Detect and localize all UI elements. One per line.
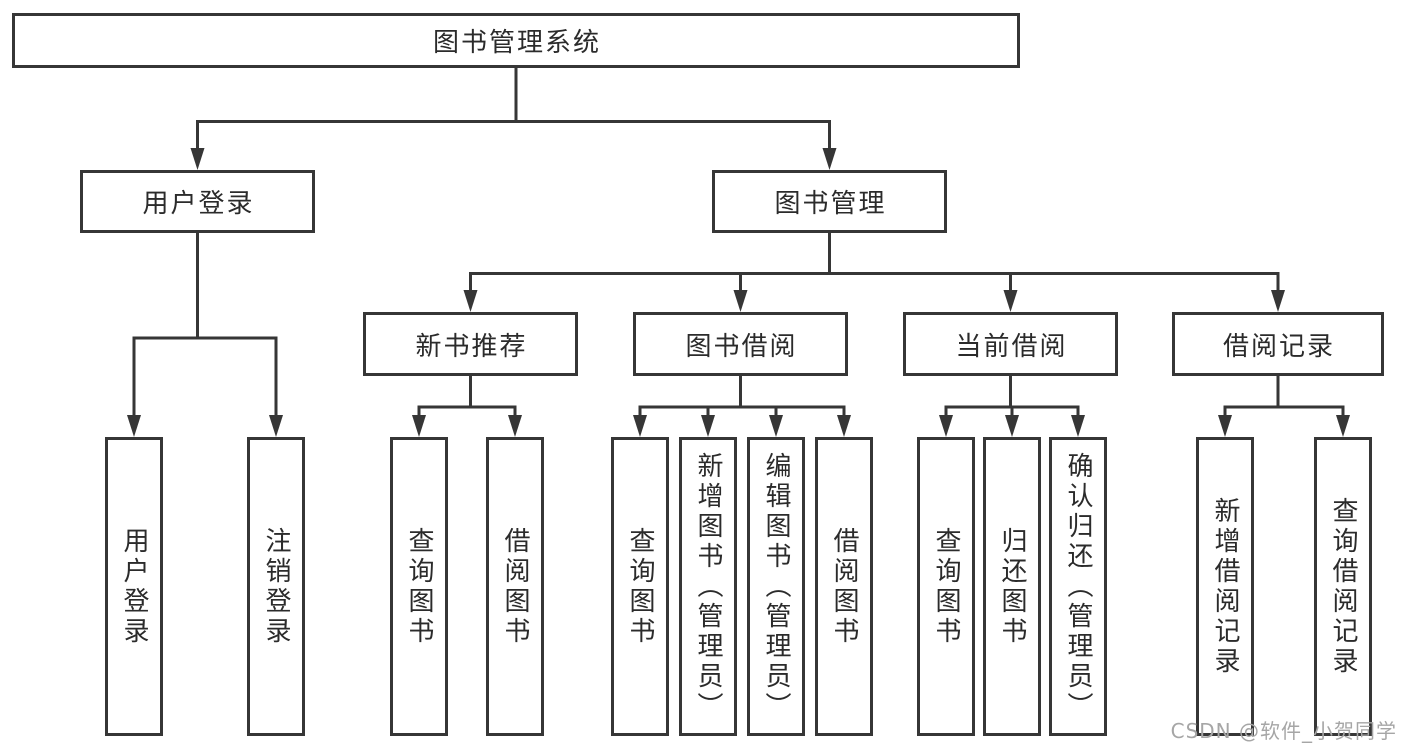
connector-login-to-leaves xyxy=(127,233,283,437)
leaf-query-borrow-record: 查询借阅记录 xyxy=(1314,437,1372,736)
node-label: 新增借阅记录 xyxy=(1210,496,1240,677)
node-book-borrowing: 图书借阅 xyxy=(633,312,848,376)
leaf-add-books-admin: 新增图书（管理员） xyxy=(679,437,737,736)
connector-records-to-leaves xyxy=(1218,376,1350,437)
node-label: 查询图书 xyxy=(404,526,434,647)
node-label: 图书管理 xyxy=(774,189,887,219)
node-borrowing-records: 借阅记录 xyxy=(1172,312,1384,376)
node-label: 用户登录 xyxy=(119,526,149,647)
leaf-return-books: 归还图书 xyxy=(983,437,1041,736)
leaf-confirm-return-admin: 确认归还（管理员） xyxy=(1049,437,1107,736)
node-book-management-system: 图书管理系统 xyxy=(12,13,1020,68)
leaf-query-books-3: 查询图书 xyxy=(917,437,975,736)
node-label: 借阅图书 xyxy=(829,526,859,647)
node-label: 查询图书 xyxy=(931,526,961,647)
connector-borrowing-to-leaves xyxy=(633,376,851,437)
node-label: 编辑图书（管理员） xyxy=(761,451,791,722)
csdn-watermark: CSDN @软件_小贺同学 xyxy=(1170,719,1397,743)
leaf-borrow-books-2: 借阅图书 xyxy=(815,437,873,736)
node-label: 图书管理系统 xyxy=(432,28,601,58)
leaf-edit-books-admin: 编辑图书（管理员） xyxy=(747,437,805,736)
node-label: 借阅记录 xyxy=(1222,331,1335,362)
node-label: 确认归还（管理员） xyxy=(1063,451,1093,722)
leaf-logout: 注销登录 xyxy=(247,437,305,736)
connector-bookmgmt-to-level3 xyxy=(463,233,1285,312)
node-label: 注销登录 xyxy=(261,526,291,647)
leaf-user-login: 用户登录 xyxy=(105,437,163,736)
node-label: 新增图书（管理员） xyxy=(693,451,723,722)
node-label: 当前借阅 xyxy=(955,331,1068,362)
connector-root-to-level2 xyxy=(190,68,837,170)
leaf-query-books-1: 查询图书 xyxy=(390,437,448,736)
node-label: 归还图书 xyxy=(997,526,1027,647)
node-label: 用户登录 xyxy=(142,189,255,219)
node-label: 借阅图书 xyxy=(500,526,530,647)
node-label: 图书借阅 xyxy=(685,331,798,362)
node-current-borrowing: 当前借阅 xyxy=(903,312,1118,376)
leaf-borrow-books-1: 借阅图书 xyxy=(486,437,544,736)
node-label: 查询借阅记录 xyxy=(1328,496,1358,677)
connector-current-to-leaves xyxy=(939,376,1085,437)
node-user-login: 用户登录 xyxy=(80,170,315,233)
node-label: 新书推荐 xyxy=(415,331,528,362)
node-label: 查询图书 xyxy=(625,526,655,647)
node-book-management: 图书管理 xyxy=(712,170,947,233)
leaf-add-borrow-record: 新增借阅记录 xyxy=(1196,437,1254,736)
node-new-book-recommend: 新书推荐 xyxy=(363,312,578,376)
connector-newbooks-to-leaves xyxy=(412,376,522,437)
leaf-query-books-2: 查询图书 xyxy=(611,437,669,736)
